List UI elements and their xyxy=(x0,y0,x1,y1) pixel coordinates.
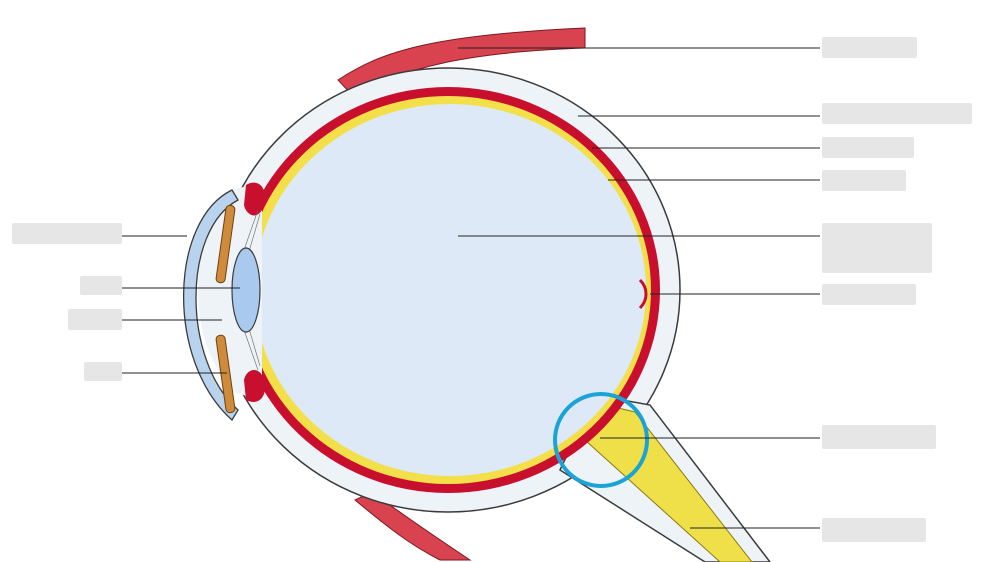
label-optic-nerve xyxy=(822,518,926,542)
lower-iris xyxy=(215,334,236,414)
lens xyxy=(231,247,261,333)
cornea xyxy=(182,189,239,422)
label-pupil xyxy=(68,309,122,330)
label-fovea xyxy=(822,284,916,305)
upper-iris xyxy=(215,204,236,284)
fovea xyxy=(638,278,648,310)
leader-lines xyxy=(122,47,820,529)
label-cornea xyxy=(12,223,122,244)
label-extraocular-muscle xyxy=(822,37,917,58)
anterior-chamber xyxy=(198,182,262,400)
label-iris xyxy=(84,362,122,381)
label-retina xyxy=(822,170,906,191)
blind-spot-circle xyxy=(553,392,649,488)
lower-ciliary-body xyxy=(244,369,266,402)
label-lens xyxy=(80,276,122,295)
vitreous-body xyxy=(254,104,646,476)
label-choroid xyxy=(822,137,914,158)
upper-ciliary-body xyxy=(244,182,266,216)
lower-extraocular-muscle xyxy=(354,491,472,561)
zonular-fibers xyxy=(243,209,261,371)
label-blind-spot xyxy=(822,425,936,449)
label-vitreous-humor xyxy=(822,223,932,273)
label-sclera xyxy=(822,103,972,124)
